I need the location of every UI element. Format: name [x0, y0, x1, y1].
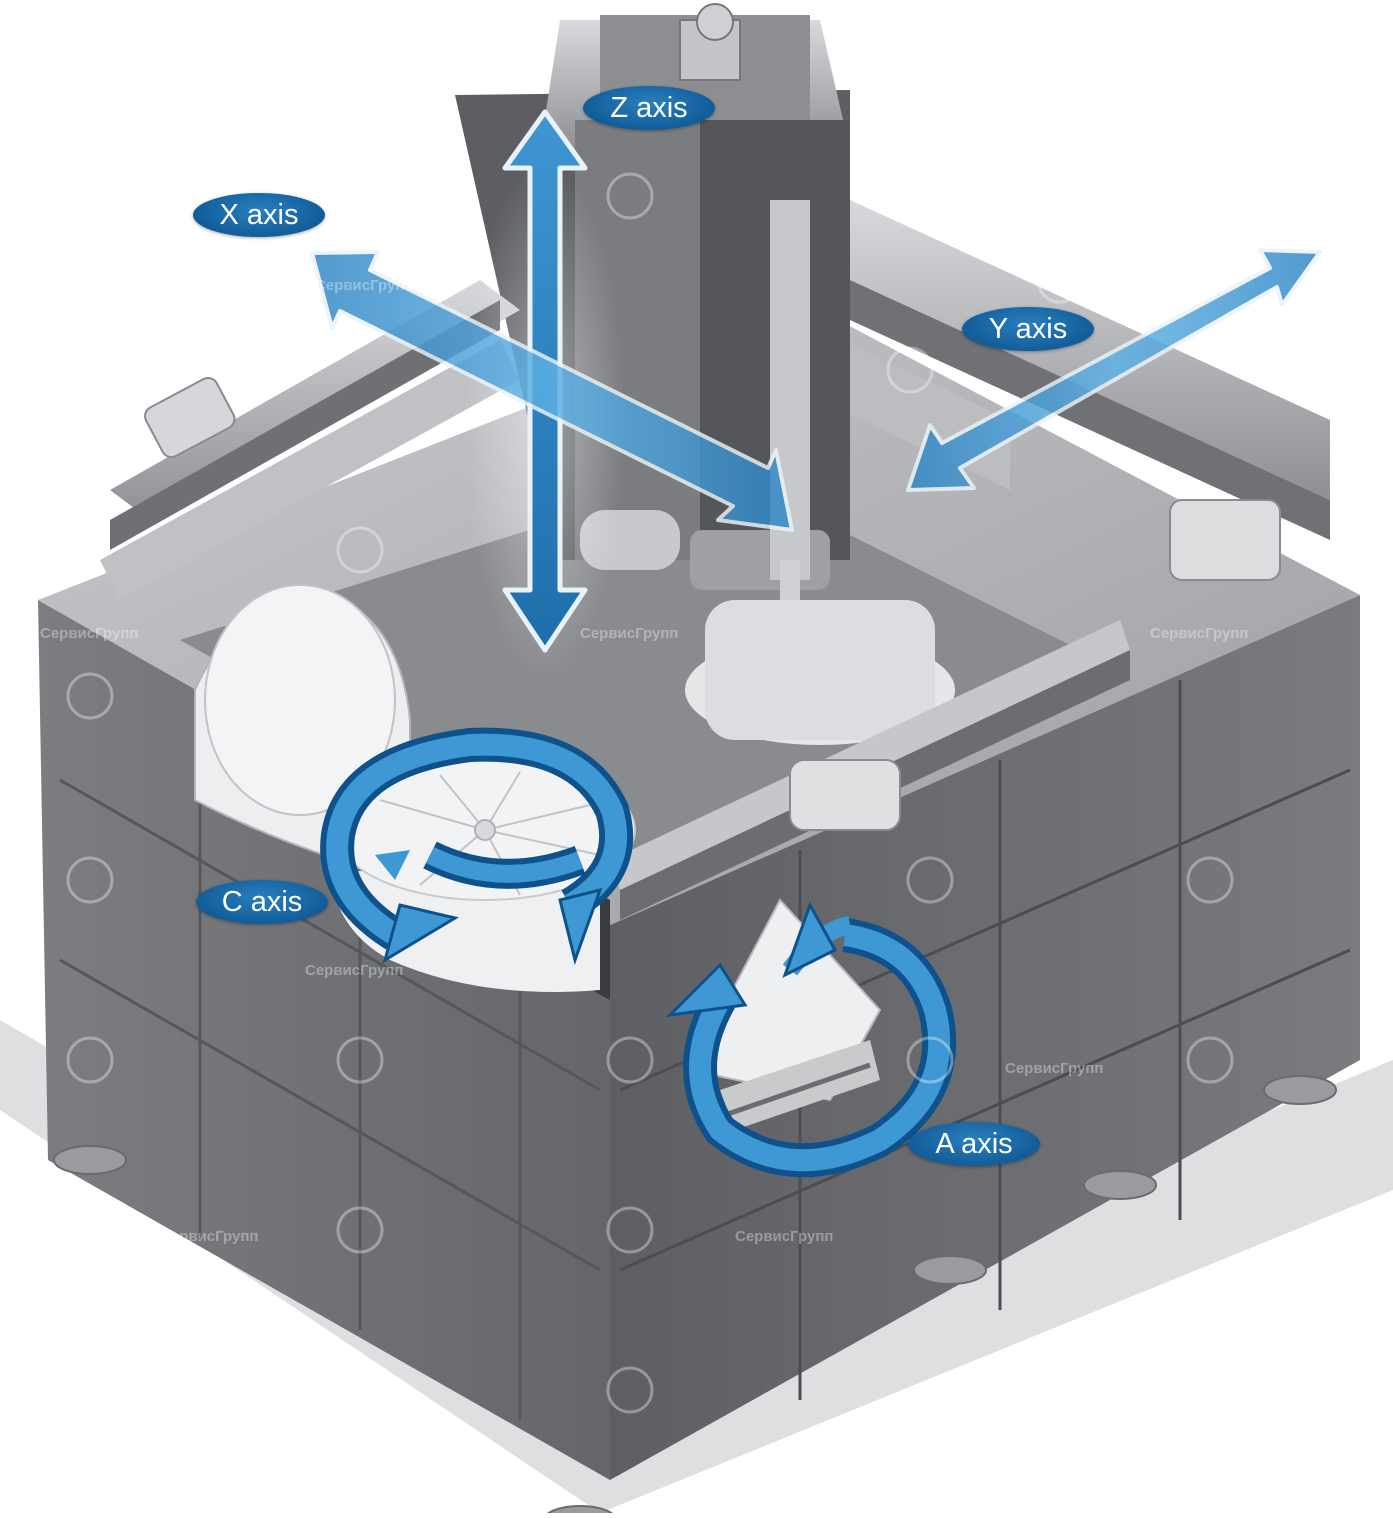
- watermark-text: СервисГрупп: [40, 625, 139, 642]
- watermark-text: СервисГрупп: [160, 1228, 259, 1245]
- c-axis-label: C axis: [196, 880, 328, 924]
- x-axis-arrow: [310, 250, 794, 532]
- a-axis-rotation-arrow: [665, 901, 957, 1178]
- y-axis-label: Y axis: [962, 307, 1094, 351]
- watermark-text: СервисГрупп: [305, 962, 404, 979]
- a-axis-label: A axis: [908, 1122, 1040, 1166]
- watermark-logo-icon: [66, 172, 1234, 1414]
- watermark-text: СервисГрупп: [735, 1228, 834, 1245]
- z-axis-label: Z axis: [583, 86, 715, 130]
- watermark-text: СервисГрупп: [1150, 625, 1249, 642]
- watermark-text: СервисГрупп: [580, 625, 679, 642]
- watermark-text: СервисГрупп: [315, 277, 414, 294]
- y-axis-arrow: [906, 248, 1322, 492]
- c-axis-rotation-arrow: [320, 727, 634, 966]
- watermark-text: СервисГрупп: [1005, 1060, 1104, 1077]
- x-axis-label: X axis: [193, 193, 325, 237]
